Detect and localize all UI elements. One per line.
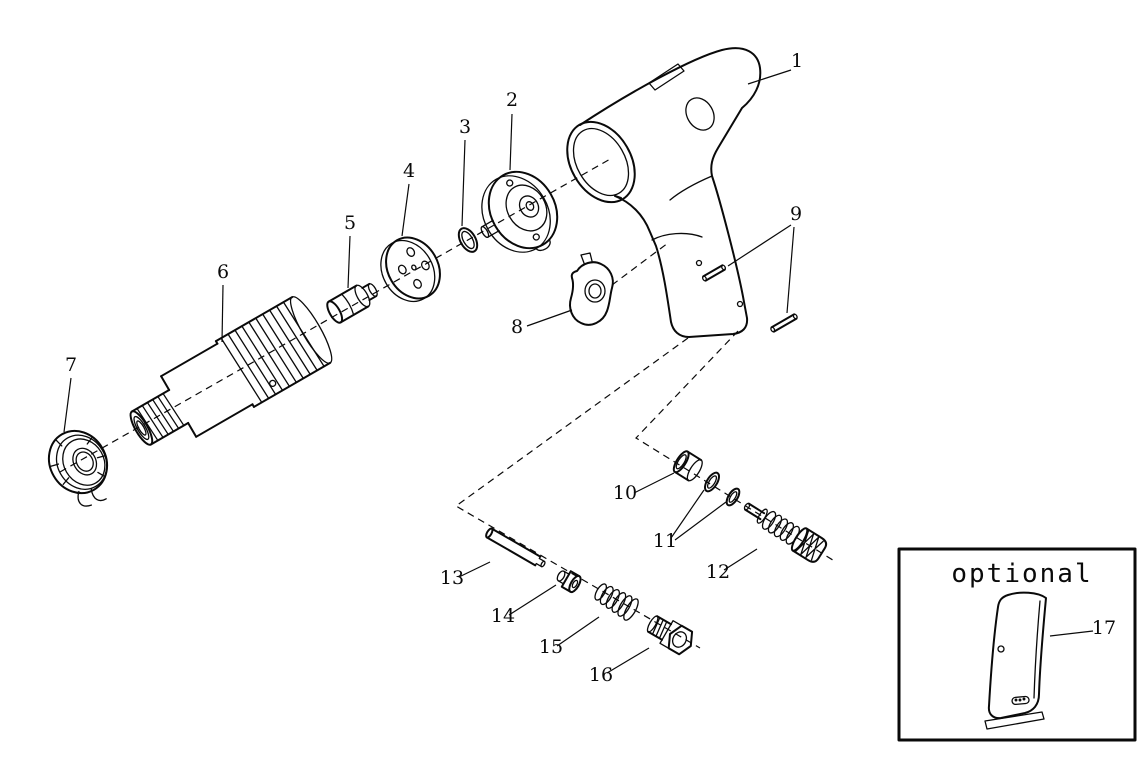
part-7-retainer-spring	[47, 429, 109, 507]
leader-line-9b	[786, 226, 795, 314]
part-label-10: 10	[613, 482, 637, 504]
part-label-11: 11	[653, 530, 677, 552]
part-3-o-ring	[457, 227, 479, 253]
part-17-handle-cover	[984, 591, 1047, 730]
leader-line-5	[347, 235, 351, 289]
part-4-valve-plate	[380, 236, 441, 303]
leader-line-11a	[670, 489, 705, 539]
part-13-pin	[485, 527, 546, 568]
part-label-4: 4	[403, 160, 415, 182]
part-15-spring	[594, 583, 639, 621]
part-label-6: 6	[217, 261, 229, 283]
leader-line-12	[723, 548, 758, 571]
part-8-trigger	[569, 252, 614, 326]
part-16-hex-bolt	[646, 615, 694, 656]
part-label-15: 15	[539, 636, 563, 658]
part-label-17: 17	[1092, 617, 1116, 639]
part-label-3: 3	[459, 116, 471, 138]
leader-lines	[63, 69, 1094, 674]
part-1-body	[566, 47, 762, 338]
part-5-piston	[326, 282, 378, 324]
part-labels: 1 2 3 4 5 6 7 8 9 10 11 12 13 14 15 16 1…	[65, 50, 1116, 686]
leader-line-4	[401, 183, 410, 237]
leader-line-7	[63, 377, 72, 433]
leader-line-6	[221, 284, 224, 343]
part-12-valve-stem	[743, 502, 828, 563]
part-label-14: 14	[491, 605, 515, 627]
part-label-2: 2	[506, 89, 518, 111]
leader-line-17	[1049, 630, 1094, 637]
part-label-7: 7	[65, 354, 77, 376]
part-label-9: 9	[790, 203, 802, 225]
optional-box	[897, 547, 1137, 742]
leader-line-15	[556, 616, 600, 647]
part-label-1: 1	[791, 50, 803, 72]
optional-label: optional	[951, 559, 1092, 589]
leader-line-1	[747, 69, 792, 85]
leader-line-14	[508, 584, 557, 616]
leader-line-8	[526, 309, 573, 327]
axis-dashed-lines	[59, 157, 837, 649]
part-6-barrel	[129, 296, 333, 446]
leader-line-9a	[727, 224, 792, 267]
part-11-o-rings	[704, 471, 741, 507]
part-label-8: 8	[511, 316, 523, 338]
part-10-bushing	[672, 450, 703, 482]
leader-line-3	[461, 139, 466, 227]
part-label-5: 5	[344, 212, 356, 234]
part-2-valve-housing	[480, 170, 559, 253]
part-14-valve-seat	[556, 570, 582, 594]
leader-line-16	[606, 647, 650, 674]
leader-line-11b	[674, 501, 727, 541]
leader-line-13	[458, 561, 491, 578]
part-9-pins	[701, 264, 798, 333]
part-label-16: 16	[589, 664, 613, 686]
part-label-12: 12	[706, 561, 730, 583]
leader-line-2	[509, 113, 513, 171]
part-label-13: 13	[440, 567, 464, 589]
leader-line-10	[633, 472, 675, 494]
